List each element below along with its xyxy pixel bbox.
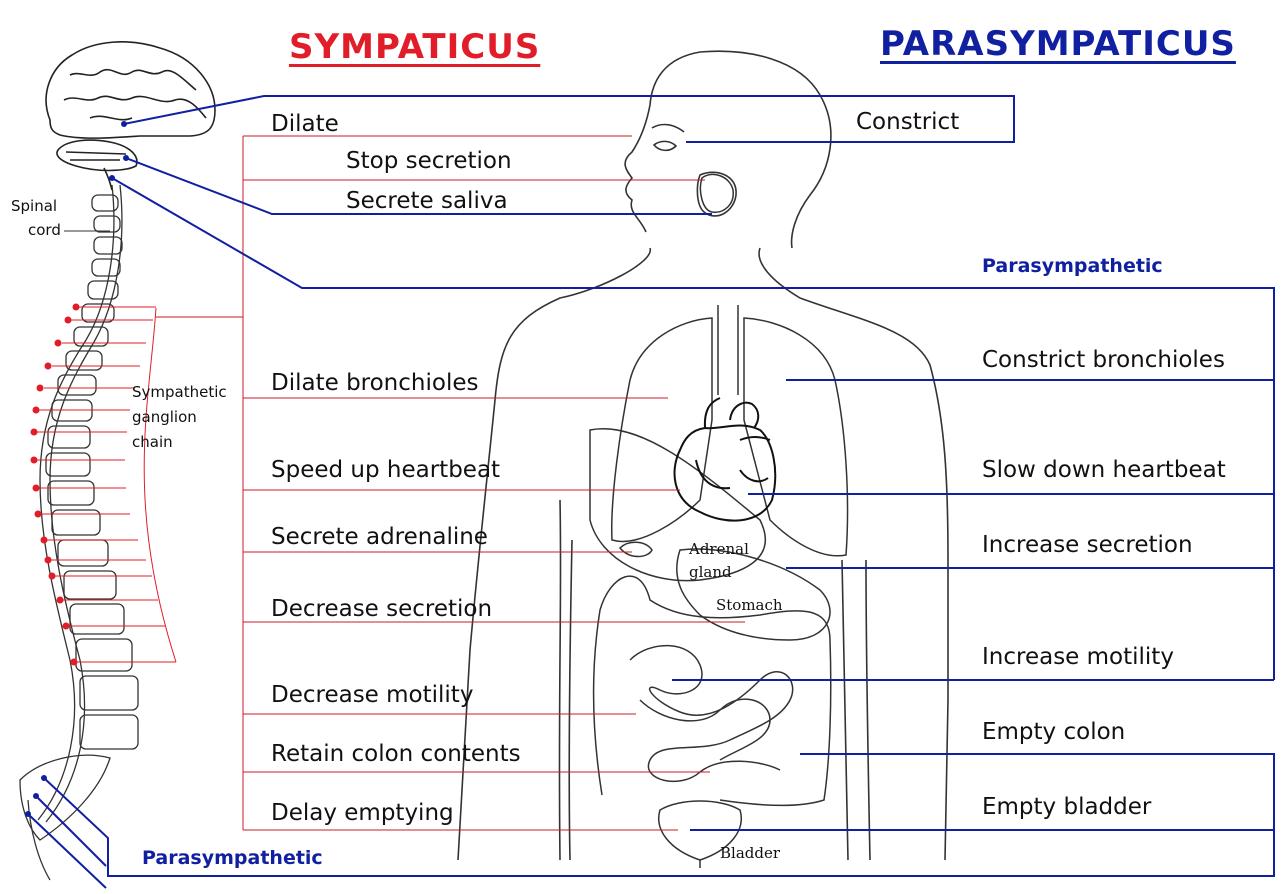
para-effect-empty-colon: Empty colon: [982, 719, 1126, 745]
spinal-column: [19, 184, 139, 881]
sympathetic-lines: [156, 135, 745, 831]
heart: [673, 397, 777, 522]
sym-effect-decrease-motility: Decrease motility: [271, 682, 474, 708]
ganglia-dots: [30, 303, 80, 666]
bladder-label: Bladder: [720, 844, 781, 862]
right-lung: [743, 317, 849, 557]
spinal-cord-label-line2: cord: [28, 221, 61, 239]
spinal-cord-label-line1: Spinal: [11, 197, 58, 215]
left-lung: [610, 317, 713, 543]
sym-effect-retain-colon: Retain colon contents: [271, 741, 521, 767]
cerebellum: [56, 139, 138, 172]
para-effect-increase-motility: Increase motility: [982, 644, 1174, 670]
spinal-cord-line: [37, 184, 115, 821]
salivary-gland: [699, 173, 734, 213]
parasympathetic-label-upper: Parasympathetic: [982, 255, 1163, 277]
brain: [45, 41, 216, 191]
para-effect-empty-bladder: Empty bladder: [982, 794, 1152, 820]
sym-effect-bronchioles: Dilate bronchioles: [271, 370, 479, 396]
parasympathetic-dots: [25, 121, 129, 817]
ganglion-chain-label-line2: ganglion: [132, 408, 197, 426]
sym-effect-saliva: Secrete saliva: [346, 188, 508, 214]
body-outline: [457, 50, 949, 861]
sym-effect-stop-secretion: Stop secretion: [346, 148, 512, 174]
sym-effect-eye: Dilate: [271, 111, 339, 137]
para-effect-increase-secretion: Increase secretion: [982, 532, 1193, 558]
sym-effect-heartbeat: Speed up heartbeat: [271, 457, 501, 483]
adrenal-gland-label-line2: gland: [689, 563, 732, 581]
small-intestine: [629, 644, 794, 783]
para-effect-bronchioles: Constrict bronchioles: [982, 347, 1225, 373]
parasympathetic-lines: [27, 95, 1275, 889]
bladder-shape: [658, 800, 742, 861]
para-effect-heartbeat: Slow down heartbeat: [982, 457, 1226, 483]
adrenal-gland-label-line1: Adrenal: [689, 540, 749, 558]
sym-effect-decrease-secretion: Decrease secretion: [271, 596, 493, 622]
stomach-label: Stomach: [716, 596, 783, 614]
ganglion-chain-label-line3: chain: [132, 433, 173, 451]
parasympathetic-title: PARASYMPATICUS: [880, 24, 1236, 64]
sym-effect-delay-emptying: Delay emptying: [271, 800, 454, 826]
stomach-shape: [676, 548, 831, 641]
para-effect-constrict: Constrict: [856, 109, 960, 135]
ganglion-chain-label-line1: Sympathetic: [132, 383, 227, 401]
organs: [589, 305, 849, 868]
large-intestine: [592, 575, 832, 807]
ganglion-chain: [34, 306, 177, 663]
vertebrae: [45, 194, 139, 750]
sacrum: [19, 754, 111, 841]
sympathetic-title: SYMPATICUS: [289, 27, 541, 67]
sym-effect-adrenaline: Secrete adrenaline: [271, 524, 488, 550]
parasympathetic-label-lower: Parasympathetic: [142, 847, 323, 869]
